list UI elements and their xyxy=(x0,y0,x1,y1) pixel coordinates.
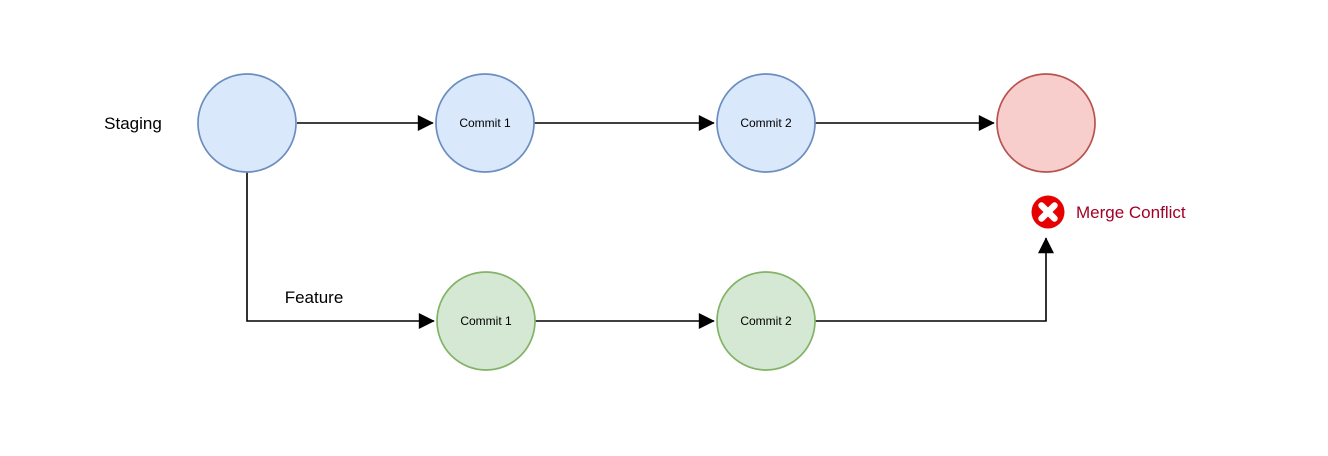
node-feature-commit-2: Commit 2 xyxy=(716,271,816,371)
error-x-glyph xyxy=(1038,202,1058,222)
feature-commit-1-label: Commit 1 xyxy=(460,314,512,328)
merge-result-node xyxy=(996,73,1096,173)
node-feature-commit-1: Commit 1 xyxy=(436,271,536,371)
staging-commit-2-label: Commit 2 xyxy=(740,116,792,130)
merge-conflict-label: Merge Conflict xyxy=(1076,203,1186,222)
node-staging-commit-2: Commit 2 xyxy=(716,73,816,173)
merge-conflict-annotation: Merge Conflict xyxy=(1031,195,1186,229)
staging-start-node xyxy=(197,73,297,173)
node-merge-result xyxy=(996,73,1096,173)
node-staging-commit-1: Commit 1 xyxy=(435,73,535,173)
error-x-icon xyxy=(1031,195,1065,229)
feature-branch-label: Feature xyxy=(285,288,344,307)
staging-branch-label: Staging xyxy=(104,114,162,133)
staging-commit-1-node xyxy=(435,73,535,173)
feature-commit-2-node xyxy=(716,271,816,371)
feature-commit-1-node xyxy=(436,271,536,371)
staging-commit-2-node xyxy=(716,73,816,173)
staging-commit-1-label: Commit 1 xyxy=(459,116,511,130)
node-staging-start xyxy=(197,73,297,173)
feature-commit-2-label: Commit 2 xyxy=(740,314,792,328)
edge-staging-start-to-feature-commit1 xyxy=(246,172,435,329)
edge-feature-commit2-to-merge-conflict xyxy=(815,237,1054,322)
